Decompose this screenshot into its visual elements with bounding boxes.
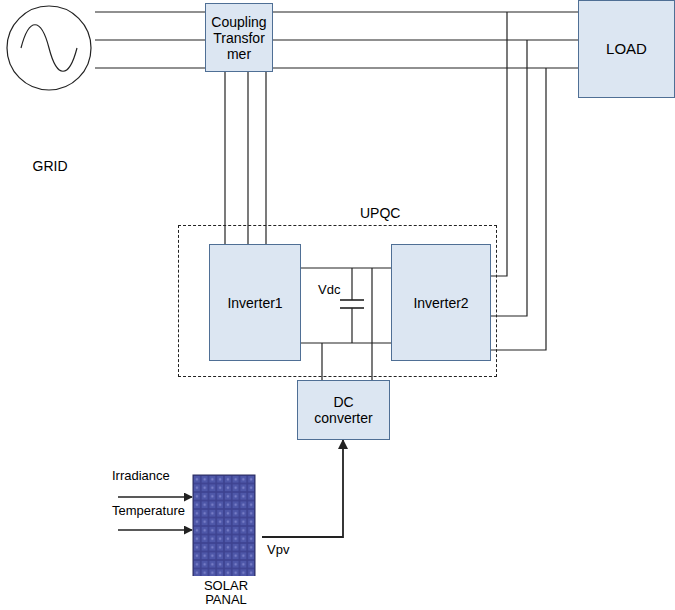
connector-wire [301,267,391,268]
node-label: SOLAR PANAL [198,579,254,607]
node-label: Inverter2 [413,295,468,311]
transformer-box: Coupling Transfor mer [205,3,273,72]
capacitor-plate [340,299,364,301]
connector-wire [95,67,205,68]
source-circle [7,6,91,90]
load-tap-wire [490,12,507,276]
voltage-label: Vdc [318,282,340,297]
temperature-arrow [118,529,192,531]
capacitor-lead [351,308,352,343]
panel-cells [193,475,255,576]
connector-wire [273,67,578,68]
input-label: Temperature [112,503,185,518]
solar-panel-picture [188,472,262,576]
node-label: Inverter1 [227,295,282,311]
signal-label: Vpv [267,542,289,557]
connector-wire [301,342,391,343]
connector-wire [273,39,578,40]
connector-wire [95,39,205,40]
solar-panel: SOLAR PANAL [188,472,262,609]
node-label: DC converter [308,394,380,426]
node-label: LOAD [606,41,647,57]
node-label: UPQC [360,205,400,221]
upqc-group: UPQCInverter1Inverter2 [178,225,497,377]
dc-link-wire [371,268,372,380]
connector-wire [224,72,225,244]
node-label: Coupling Transfor mer [209,14,269,62]
inverter-box: Inverter1 [209,244,301,361]
node-label: GRID [5,158,95,174]
grid-symbol [5,3,95,95]
capacitor-lead [351,268,352,300]
input-label: Irradiance [112,468,170,483]
irradiance-arrow [118,496,192,498]
connector-wire [265,72,266,244]
inverter-box: Inverter2 [391,244,491,361]
connector-wire [262,440,343,537]
grid-source: GRID [5,3,95,181]
sine-wave [21,25,77,72]
dc-link-wire [321,343,322,380]
load-box: LOAD [578,0,675,98]
load-tap-wire [490,40,527,316]
connector-wire [247,72,248,244]
converter-box: DC converter [297,380,390,440]
load-tap-wire [490,68,546,350]
connector-wire [273,11,578,12]
connector-wire [95,11,205,12]
